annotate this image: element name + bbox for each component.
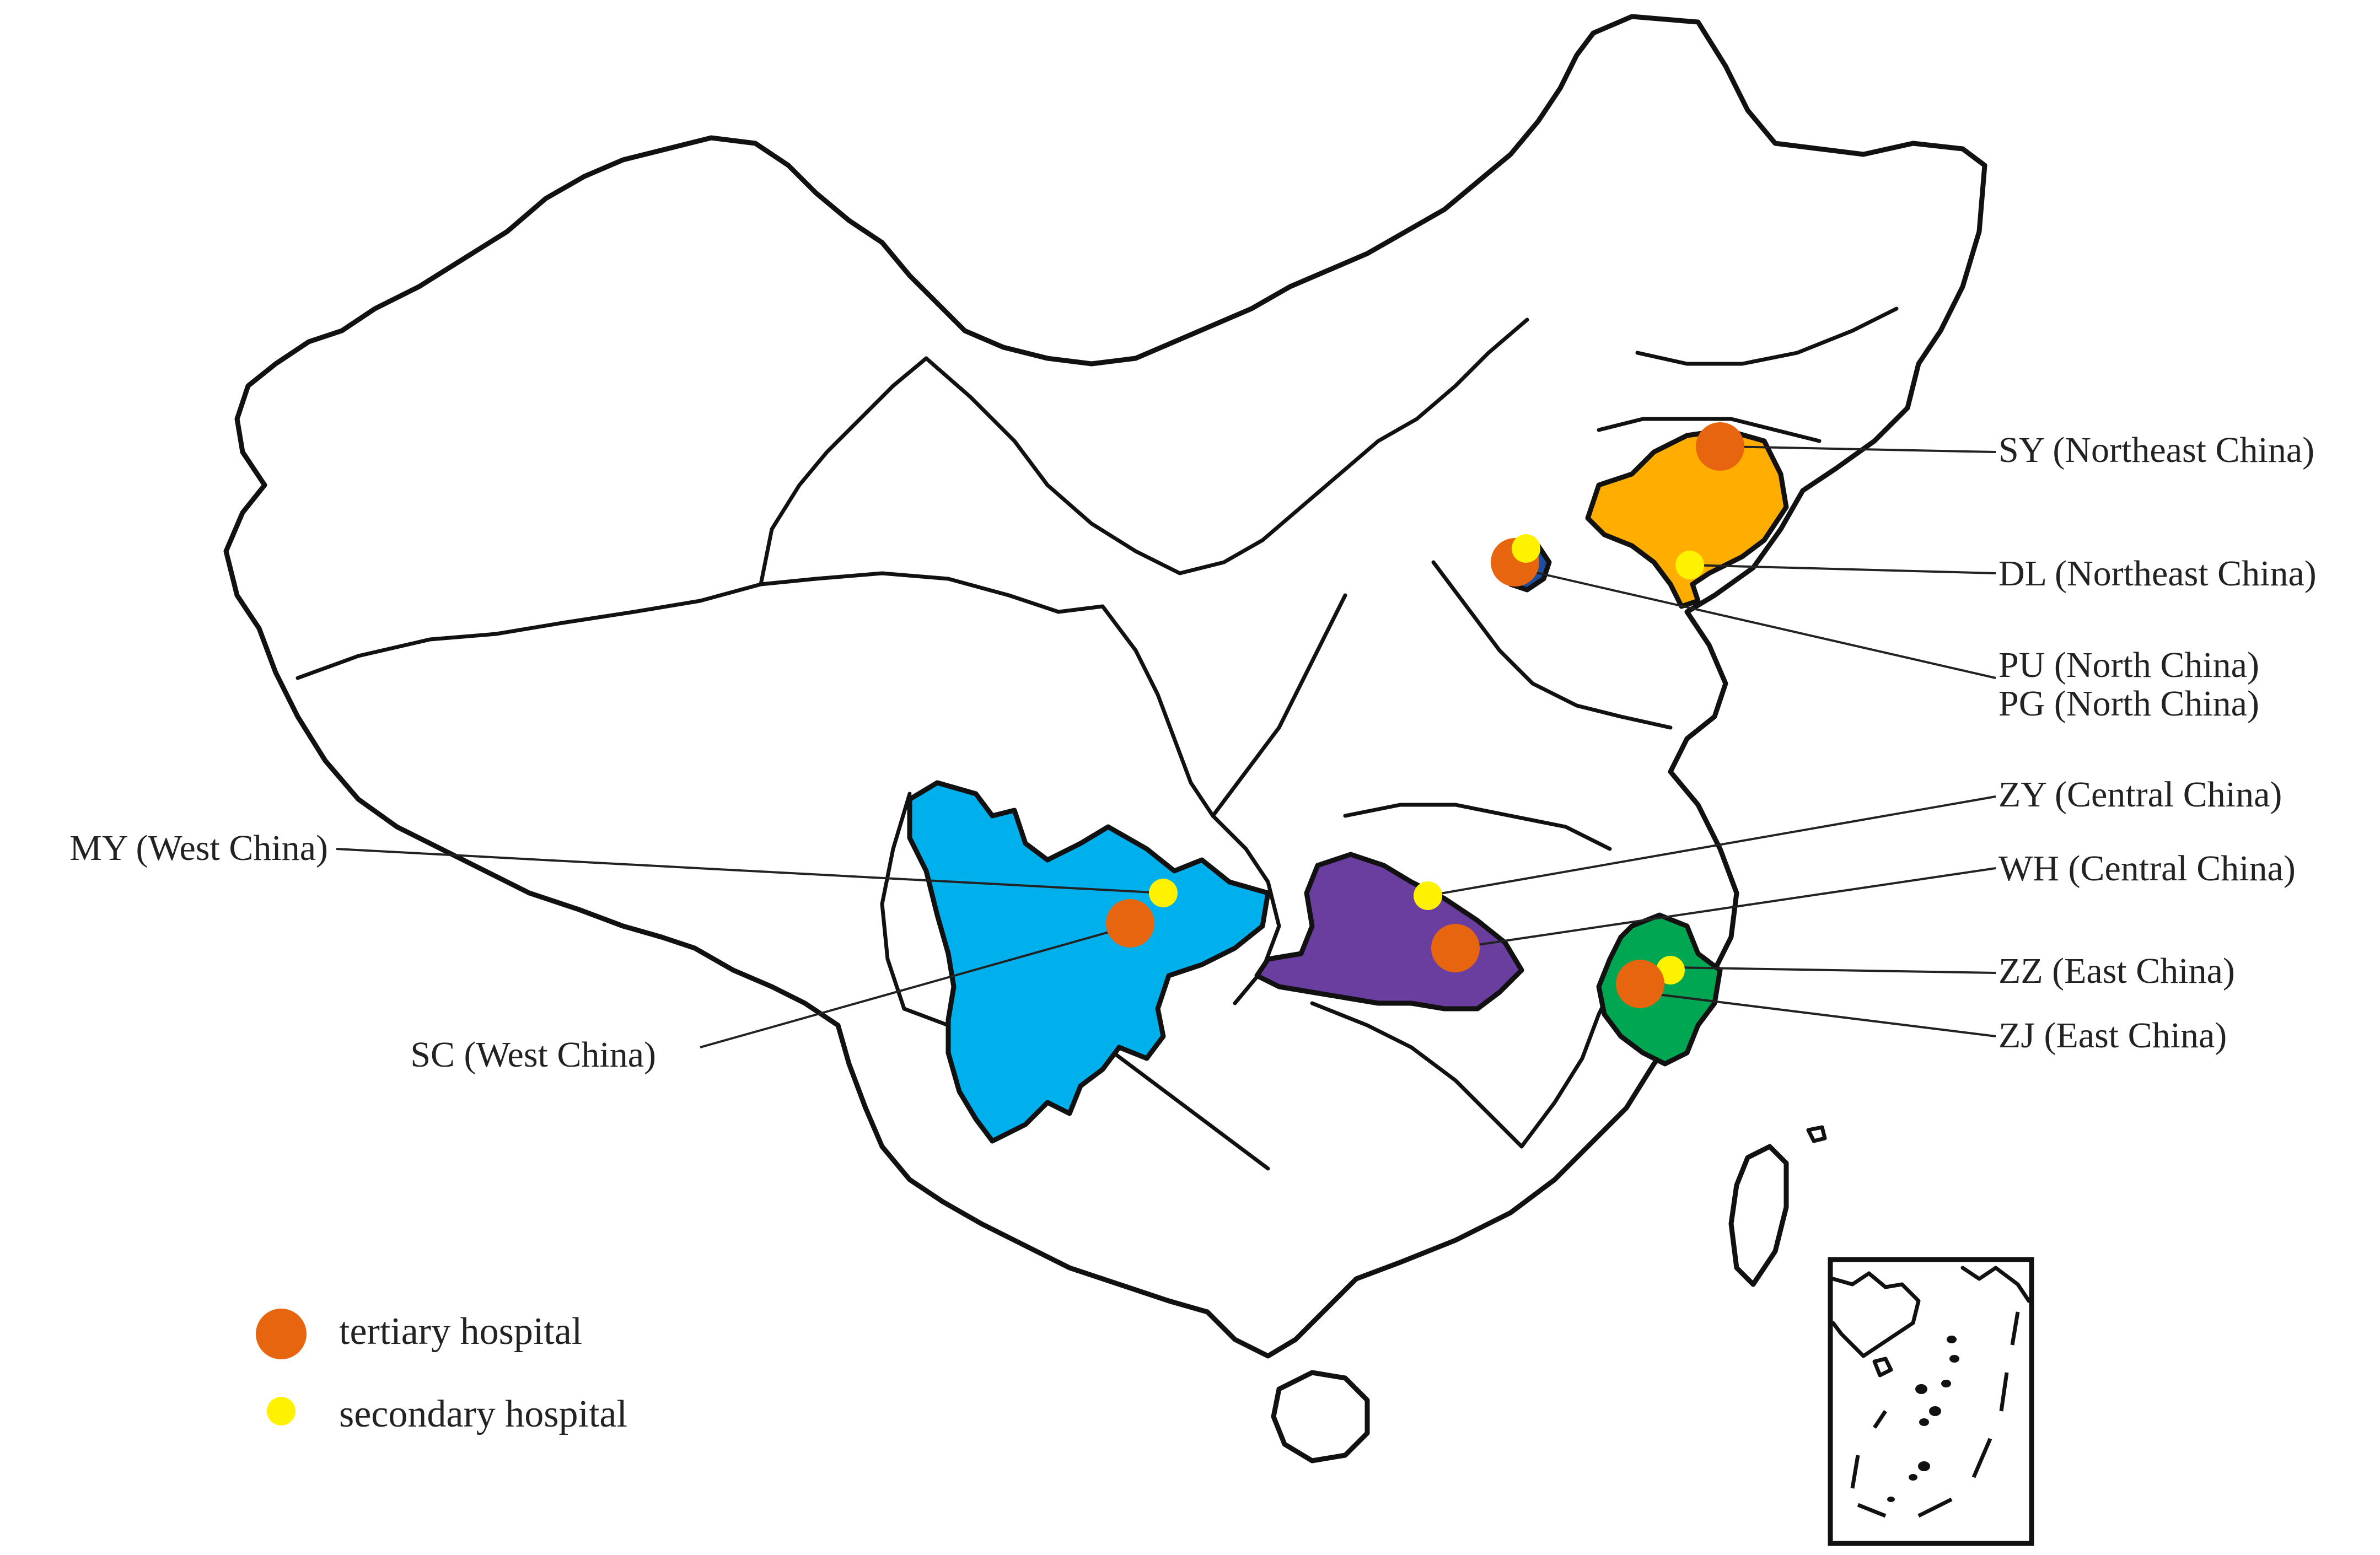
- label-my: MY (West China): [69, 828, 328, 868]
- legend-secondary-label: secondary hospital: [339, 1393, 627, 1435]
- marker-wh-tertiary[interactable]: [1431, 924, 1480, 972]
- west-china-region-sichuan: [907, 780, 1271, 1144]
- label-wh: WH (Central China): [1998, 848, 2296, 889]
- leader-line-zz: [1670, 966, 1996, 974]
- hainan-island: [1271, 1370, 1370, 1463]
- marker-zj-tertiary[interactable]: [1616, 960, 1664, 1008]
- label-zz: ZZ (East China): [1998, 951, 2235, 991]
- label-zy: ZY (Central China): [1998, 774, 2282, 815]
- inset-coastline: [1831, 1271, 1921, 1358]
- inset-islands: [1887, 1336, 1959, 1502]
- province-border-xinjiang-tibet: [296, 582, 763, 680]
- leader-line-sc: [700, 925, 1131, 1048]
- marker-zy-secondary[interactable]: [1414, 881, 1442, 910]
- label-sc: SC (West China): [410, 1035, 656, 1075]
- inset-coastline-east: [1960, 1266, 2031, 1303]
- label-dl: DL (Northeast China): [1998, 553, 2317, 594]
- site-labels: SY (Northeast China) DL (Northeast China…: [69, 430, 2317, 1075]
- hospital-markers: [1106, 422, 1744, 1008]
- label-pu: PU (North China): [1998, 645, 2259, 685]
- province-border-heilongjiang-jilin: [1635, 306, 1899, 366]
- province-border-shaanxi-shanxi: [1211, 593, 1347, 818]
- legend-secondary-marker: [267, 1397, 296, 1425]
- province-border-tibet-sichuan: [880, 792, 912, 1011]
- taiwan-island: [1728, 1144, 1789, 1287]
- inset-frame: [1828, 1257, 2034, 1546]
- leader-line-pu-pg: [1527, 569, 1996, 679]
- province-border-xinjiang-qinghai: [759, 356, 928, 587]
- legend-tertiary-label: tertiary hospital: [339, 1310, 582, 1353]
- label-zj: ZJ (East China): [1998, 1015, 2227, 1056]
- leader-line-sy: [1725, 445, 1996, 453]
- leader-lines: [336, 445, 1996, 1048]
- province-border-jilin-liaoning: [1597, 417, 1822, 443]
- china-outline: [223, 14, 1987, 1359]
- province-border-qinghai-gansu: [759, 571, 1105, 614]
- leader-line-zj: [1640, 991, 1996, 1037]
- leader-line-my: [336, 848, 1164, 894]
- label-sy: SY (Northeast China): [1998, 430, 2314, 470]
- province-border-hunan-jiangxi: [1310, 1001, 1524, 1149]
- province-border-gansu-ningxia: [1100, 604, 1215, 818]
- china-mainland-outline: [223, 14, 1987, 1359]
- marker-dl-secondary[interactable]: [1675, 551, 1704, 579]
- leader-line-zy: [1427, 795, 1996, 897]
- inset-island: [1872, 1357, 1893, 1378]
- legend: tertiary hospital secondary hospital: [256, 1309, 627, 1435]
- province-border-inner-mongolia: [924, 318, 1529, 575]
- leader-line-wh: [1455, 867, 1996, 949]
- south-china-sea-inset: [1828, 1257, 2034, 1546]
- province-border-hebei-shandong: [1431, 560, 1673, 730]
- leader-line-dl: [1689, 564, 1996, 574]
- small-island: [1806, 1125, 1827, 1143]
- marker-pg-secondary[interactable]: [1512, 534, 1540, 563]
- marker-my-secondary[interactable]: [1149, 879, 1178, 907]
- marker-sy-tertiary[interactable]: [1696, 422, 1744, 471]
- legend-tertiary-marker: [256, 1309, 307, 1359]
- label-pg: PG (North China): [1998, 684, 2259, 724]
- province-border-guizhou-guangxi: [1089, 1034, 1270, 1171]
- inset-dashed-line: [1850, 1311, 2020, 1518]
- marker-sc-tertiary[interactable]: [1106, 899, 1154, 948]
- province-border-henan-anhui: [1343, 803, 1612, 851]
